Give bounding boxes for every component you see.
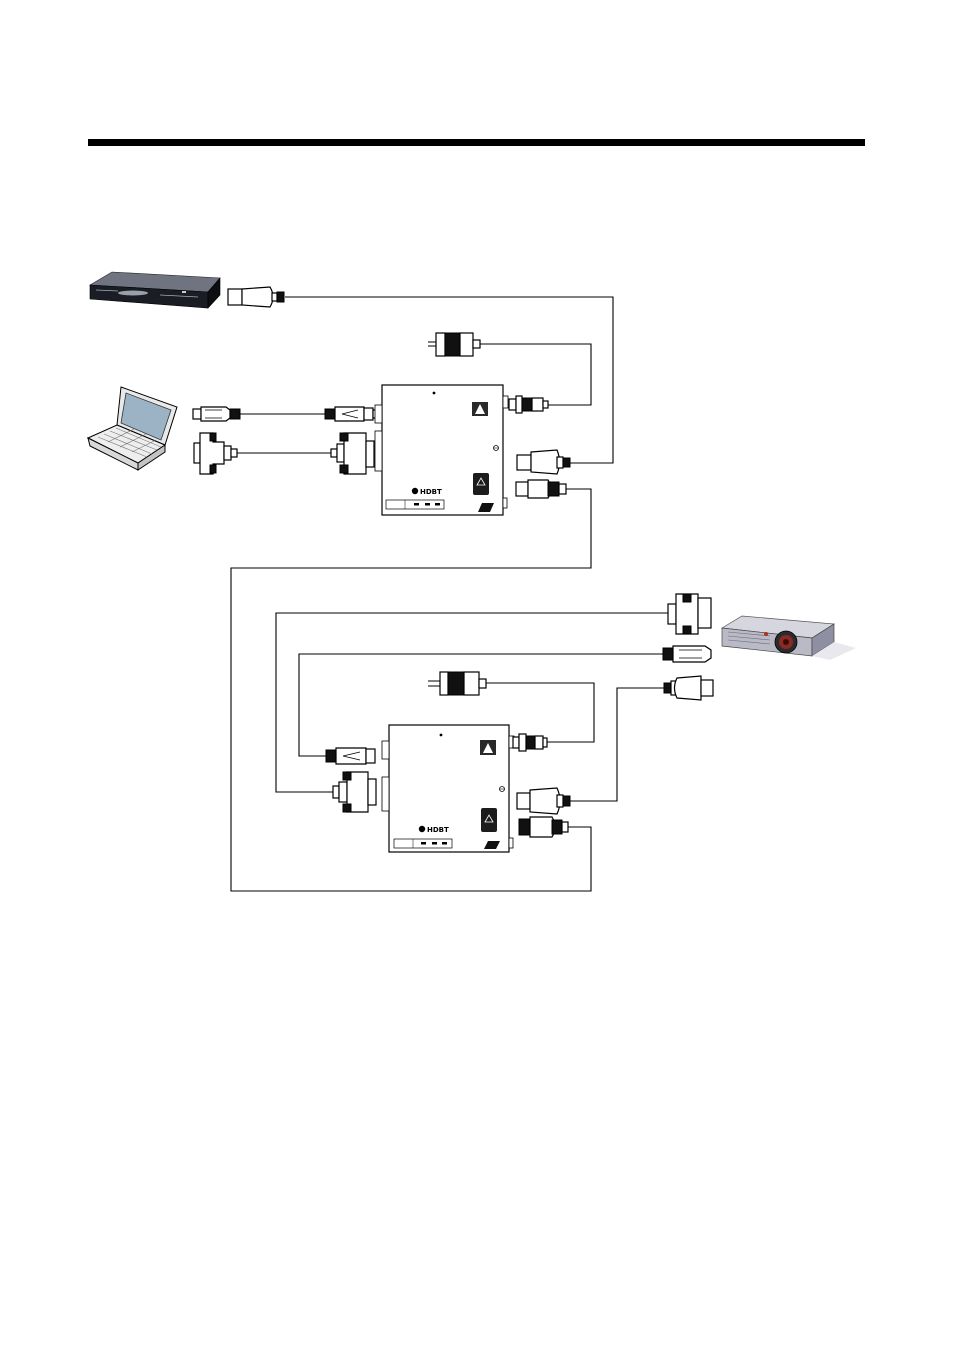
- rj45-plug-rx-in: [519, 817, 568, 837]
- audio-plug-projector: [663, 646, 711, 662]
- power-plug-rx: [513, 734, 547, 751]
- warning-label-icon: [473, 473, 489, 495]
- hdmi-plug-rx-out: [517, 788, 570, 814]
- warning-label-icon: [481, 808, 497, 832]
- svg-text:HDBT: HDBT: [427, 826, 449, 834]
- audio-plug-rx-out: [326, 748, 375, 764]
- dvd-player-icon: [90, 272, 220, 308]
- power-plug-tx: [509, 396, 548, 413]
- vga-plug-laptop: [194, 433, 237, 474]
- hdmi-plug-projector: [664, 676, 713, 700]
- hdmi-plug-tx-in: [517, 450, 570, 474]
- hdmi-cable-projector-line: [570, 688, 664, 801]
- power-adapter-tx-icon: [428, 333, 480, 356]
- projector-icon: [722, 616, 856, 660]
- uhd-logo-icon: [480, 740, 496, 755]
- rj45-plug-tx-out: [516, 480, 566, 498]
- hdmi-plug-dvd: [228, 287, 284, 307]
- vga-plug-rx-out: [333, 772, 376, 812]
- vga-plug-projector: [668, 594, 711, 634]
- transmitter-box: HDBT: [375, 385, 508, 515]
- uhd-logo-icon: [472, 402, 488, 416]
- vga-plug-tx-in: [331, 433, 374, 474]
- svg-text:HDBT: HDBT: [420, 488, 442, 496]
- audio-plug-tx-in: [325, 407, 377, 421]
- power-adapter-rx-icon: [428, 672, 486, 695]
- laptop-icon: [88, 387, 177, 470]
- receiver-box: HDBT: [382, 725, 514, 852]
- audio-plug-laptop: [193, 407, 240, 421]
